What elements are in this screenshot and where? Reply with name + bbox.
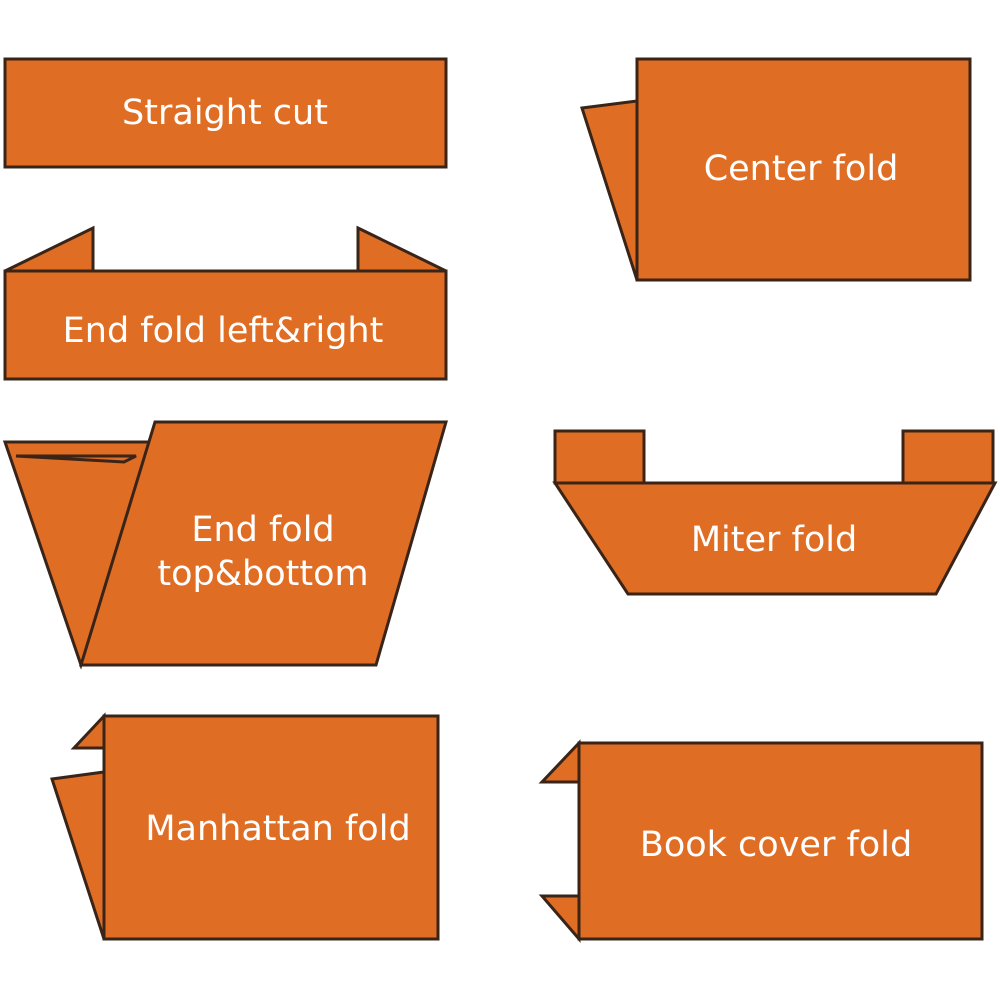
end-fold-front-panel [78,420,448,667]
miter-fold-left-tab [553,429,646,485]
straight-cut-shape: Straight cut [3,57,448,169]
straight-cut-panel [3,57,448,169]
manhattan-fold-top-flap [70,712,106,750]
end-fold-top-bottom-label-line2: top&bottom [157,554,368,594]
book-cover-fold-label: Book cover fold [640,825,912,865]
miter-fold-label: Miter fold [691,520,857,560]
end-fold-top-bottom-shape: End fold top&bottom [2,420,448,670]
center-fold-back-flap [580,99,639,281]
end-fold-left-right-label: End fold left&right [63,311,384,351]
end-fold-left-flap [4,225,95,273]
manhattan-fold-panel [102,714,440,941]
miter-fold-shape: Miter fold [552,429,998,596]
center-fold-panel [635,57,972,282]
end-fold-top-bottom-label-line1: End fold [191,510,334,550]
miter-fold-right-tab [901,429,995,485]
book-cover-bottom-flap [538,894,581,944]
end-fold-left-right-panel [3,269,448,381]
manhattan-fold-shape: Manhattan fold [50,712,440,941]
book-cover-top-flap [538,739,581,784]
end-fold-inner-fold [15,454,137,464]
miter-fold-panel [552,481,998,596]
manhattan-fold-label: Manhattan fold [145,809,410,849]
center-fold-shape: Center fold [580,57,972,282]
straight-cut-label: Straight cut [122,93,328,133]
center-fold-label: Center fold [704,149,899,189]
end-fold-left-right-shape: End fold left&right [3,225,448,381]
end-fold-right-flap [356,225,447,273]
manhattan-fold-side-flap [50,770,106,940]
book-cover-panel [577,741,984,941]
book-cover-fold-shape: Book cover fold [538,739,984,944]
